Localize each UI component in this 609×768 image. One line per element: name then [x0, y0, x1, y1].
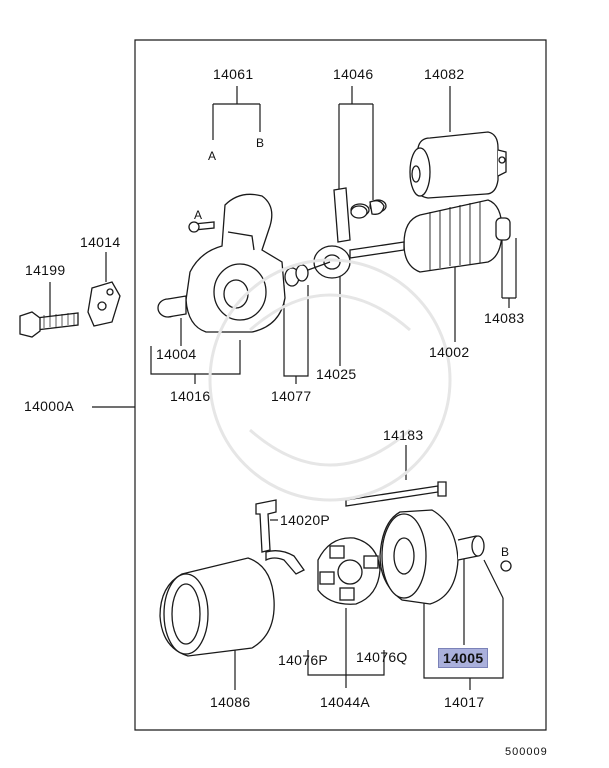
label-14077[interactable]: 14077: [271, 388, 312, 404]
plate-14014-drawing: [87, 281, 121, 327]
label-14086[interactable]: 14086: [210, 694, 251, 710]
label-14014[interactable]: 14014: [80, 234, 121, 250]
front-housing-drawing: [185, 193, 286, 333]
label-14020P[interactable]: 14020P: [280, 512, 331, 528]
label-a-bolt: A: [194, 208, 203, 222]
leader-14044A: [307, 608, 385, 688]
label-14199[interactable]: 14199: [25, 262, 66, 278]
frame: [134, 39, 547, 731]
bolt-14199-drawing: [19, 311, 79, 338]
snap-ring-drawing: [284, 264, 309, 287]
rear-cover-drawing: [379, 509, 485, 605]
label-14076Q[interactable]: 14076Q: [356, 649, 408, 665]
label-b-top: B: [256, 136, 265, 150]
label-14183[interactable]: 14183: [383, 427, 424, 443]
label-14016[interactable]: 14016: [170, 388, 211, 404]
label-14046[interactable]: 14046: [333, 66, 374, 82]
leader-14077: [283, 285, 309, 384]
bolt-a-drawing: [188, 221, 215, 233]
small-parts-14046-drawing: [350, 200, 385, 219]
watermark-logo: [208, 258, 452, 502]
label-14025[interactable]: 14025: [316, 366, 357, 382]
label-14082[interactable]: 14082: [424, 66, 465, 82]
bolt-b-drawing: [500, 560, 512, 572]
label-14076P[interactable]: 14076P: [278, 652, 329, 668]
armature-drawing: [349, 199, 511, 273]
label-a-top: A: [208, 149, 217, 163]
label-14004[interactable]: 14004: [156, 346, 197, 362]
yoke-drawing: [159, 557, 275, 657]
label-14061[interactable]: 14061: [213, 66, 254, 82]
solenoid-drawing: [409, 131, 507, 199]
leader-b-bottom: [483, 559, 504, 599]
leader-14061: [212, 86, 261, 140]
label-14017[interactable]: 14017: [444, 694, 485, 710]
label-14005-highlighted[interactable]: 14005: [438, 648, 489, 668]
catalog-number: 500009: [505, 746, 548, 758]
label-14083[interactable]: 14083: [484, 310, 525, 326]
bushing-drawing: [157, 295, 187, 318]
label-14000A[interactable]: 14000A: [24, 398, 75, 414]
leader-14017: [423, 552, 504, 690]
label-b-bottom: B: [501, 545, 510, 559]
leader-14083: [501, 238, 517, 308]
leader-14046: [338, 86, 374, 200]
brush-holder-drawing: [317, 537, 381, 605]
brush-lead-drawing: [255, 499, 305, 575]
label-14002[interactable]: 14002: [429, 344, 470, 360]
leader-14016: [150, 340, 241, 384]
through-bolt-drawing: [345, 481, 447, 507]
label-14044A[interactable]: 14044A: [320, 694, 371, 710]
